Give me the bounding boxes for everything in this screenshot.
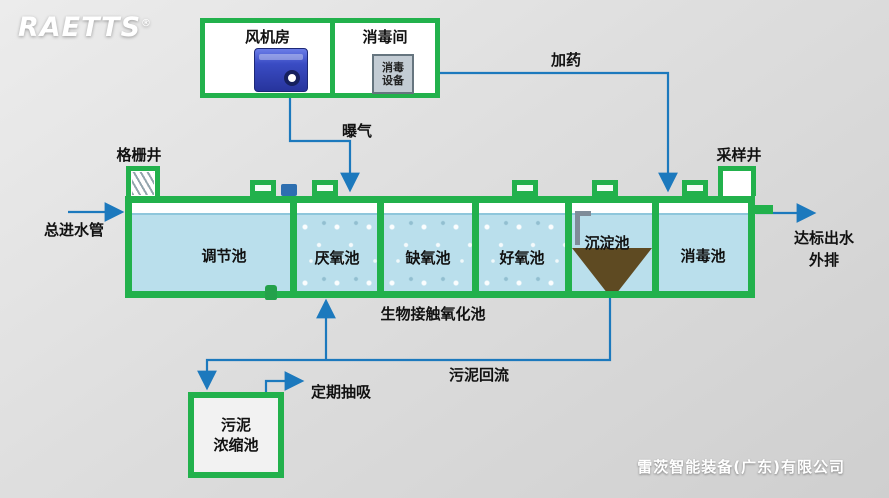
sampling-well-structure [718, 166, 756, 196]
aeration-flow-line [288, 98, 360, 193]
tank-label-aerobic: 好氧池 [499, 249, 545, 267]
grid-well-structure [126, 166, 160, 196]
periodic-suction-label: 定期抽吸 [310, 383, 372, 401]
anoxic-tank-water [384, 213, 472, 291]
aerobic-tank-water [479, 213, 565, 291]
disinfection-device: 消毒 设备 [372, 54, 414, 94]
blower-fan-icon [254, 48, 308, 92]
tank-label-anaerobic: 厌氧池 [314, 249, 360, 267]
tank-partition [472, 203, 479, 291]
grid-well-label: 格栅井 [116, 146, 162, 164]
fan-intake-icon [284, 70, 300, 86]
fan-stripe [259, 54, 303, 60]
overwall-pipe-icon [281, 184, 297, 196]
disinfection-room-label: 消毒间 [362, 28, 408, 46]
dosing-label: 加药 [550, 51, 582, 69]
tank-partition [290, 203, 297, 291]
tank-partition [652, 203, 659, 291]
brand-logo-text: RAETTS [18, 12, 142, 43]
outlet-label-line1: 达标出水 [793, 229, 854, 247]
outlet-channel [755, 205, 773, 214]
sludge-waste-line [197, 298, 612, 391]
disinfection-tank-water [659, 213, 748, 291]
tank-label-anoxic: 缺氧池 [405, 249, 451, 267]
roof-hatch [682, 180, 708, 196]
sedimentation-pipe [575, 211, 580, 245]
roof-hatch [512, 180, 538, 196]
outlet-label-line2: 外排 [808, 250, 839, 269]
tank-label-disinfection: 消毒池 [680, 247, 726, 265]
sampling-well-label: 采样井 [716, 146, 762, 164]
sludge-tank-label-line1: 污泥 [220, 415, 251, 434]
regulation-tank-water [132, 213, 290, 300]
aeration-label: 曝气 [341, 122, 373, 140]
bar-screen-icon [132, 172, 154, 195]
bio-contact-tank-label: 生物接触氧化池 [380, 305, 486, 323]
sludge-return-label: 污泥回流 [448, 366, 510, 384]
sludge-thickening-tank: 污泥 浓缩池 [188, 392, 284, 478]
tank-partition [377, 203, 384, 291]
registered-mark: ® [141, 18, 153, 29]
dosing-flow-line [440, 71, 678, 193]
tank-partition [565, 203, 572, 291]
room-divider [330, 18, 335, 98]
brand-logo: RAETTS® [18, 12, 152, 43]
anaerobic-tank-water [297, 213, 377, 291]
roof-hatch [250, 180, 276, 196]
sludge-tank-label-line2: 浓缩池 [213, 436, 259, 454]
roof-hatch [592, 180, 618, 196]
tank-label-sedimentation: 沉淀池 [584, 234, 630, 252]
fan-room-label: 风机房 [244, 28, 290, 46]
device-label-line2: 设备 [382, 74, 404, 87]
main-inlet-label: 总进水管 [43, 221, 105, 239]
submersible-pump-icon [265, 285, 277, 300]
outlet-label: 达标出水 外排 [787, 228, 861, 272]
company-name: 雷茨智能装备(广东)有限公司 [637, 458, 845, 476]
main-treatment-tank [125, 196, 755, 300]
sedimentation-pipe-elbow [575, 211, 591, 216]
tank-label-regulation: 调节池 [201, 247, 247, 265]
roof-hatch [312, 180, 338, 196]
device-label-line1: 消毒 [382, 60, 404, 74]
